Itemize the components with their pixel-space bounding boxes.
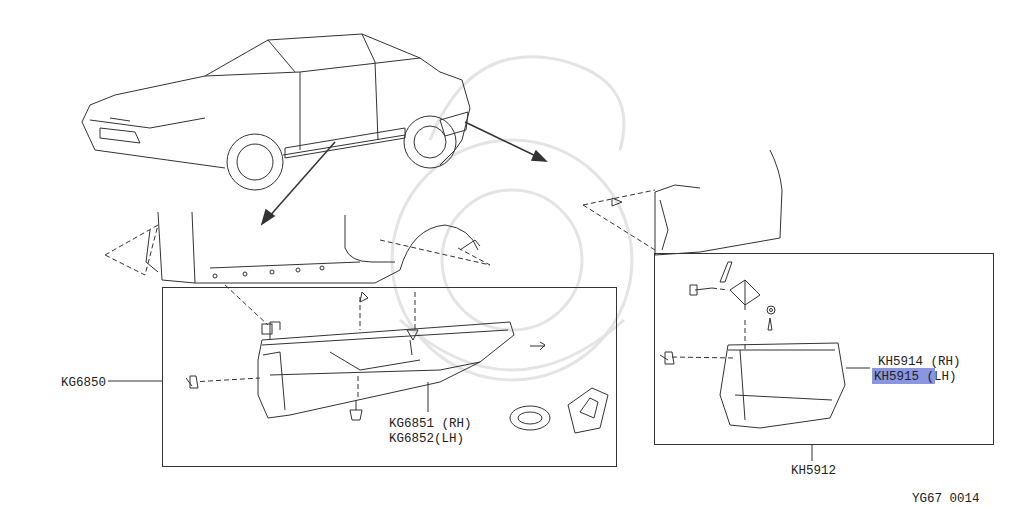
- body-panel: [583, 150, 782, 330]
- leader-line: [108, 368, 870, 461]
- part-number: KG6852(LH): [389, 432, 464, 446]
- label-holder: KH5915 (LH): [874, 370, 957, 384]
- label-holder: KG6851 (RH): [389, 417, 472, 431]
- body-panel: [105, 212, 490, 283]
- part-number: KG6851 (RH): [389, 417, 472, 431]
- watermark: [392, 57, 632, 380]
- car-outline: [82, 34, 470, 190]
- part-group-box: KH5914 (RH)KH5915 (LH)KH5912: [654, 253, 994, 445]
- part-number: KH5915 (LH): [874, 370, 957, 384]
- figure-code: YG67 0014: [912, 492, 980, 506]
- part-number: KG6850: [61, 376, 106, 390]
- label-holder: KH5912: [791, 464, 836, 478]
- part-number: KH5914 (RH): [878, 355, 961, 369]
- label-holder: KG6850: [61, 376, 106, 390]
- part-group-box: KG6850KG6851 (RH)KG6852(LH): [162, 287, 617, 467]
- label-holder: KH5914 (RH): [878, 355, 961, 369]
- label-holder: KG6852(LH): [389, 432, 464, 446]
- view-arrow: [262, 122, 546, 224]
- side-sill-part: [186, 240, 608, 433]
- part-number: KH5912: [791, 464, 836, 478]
- rear-corner-part: [660, 320, 845, 428]
